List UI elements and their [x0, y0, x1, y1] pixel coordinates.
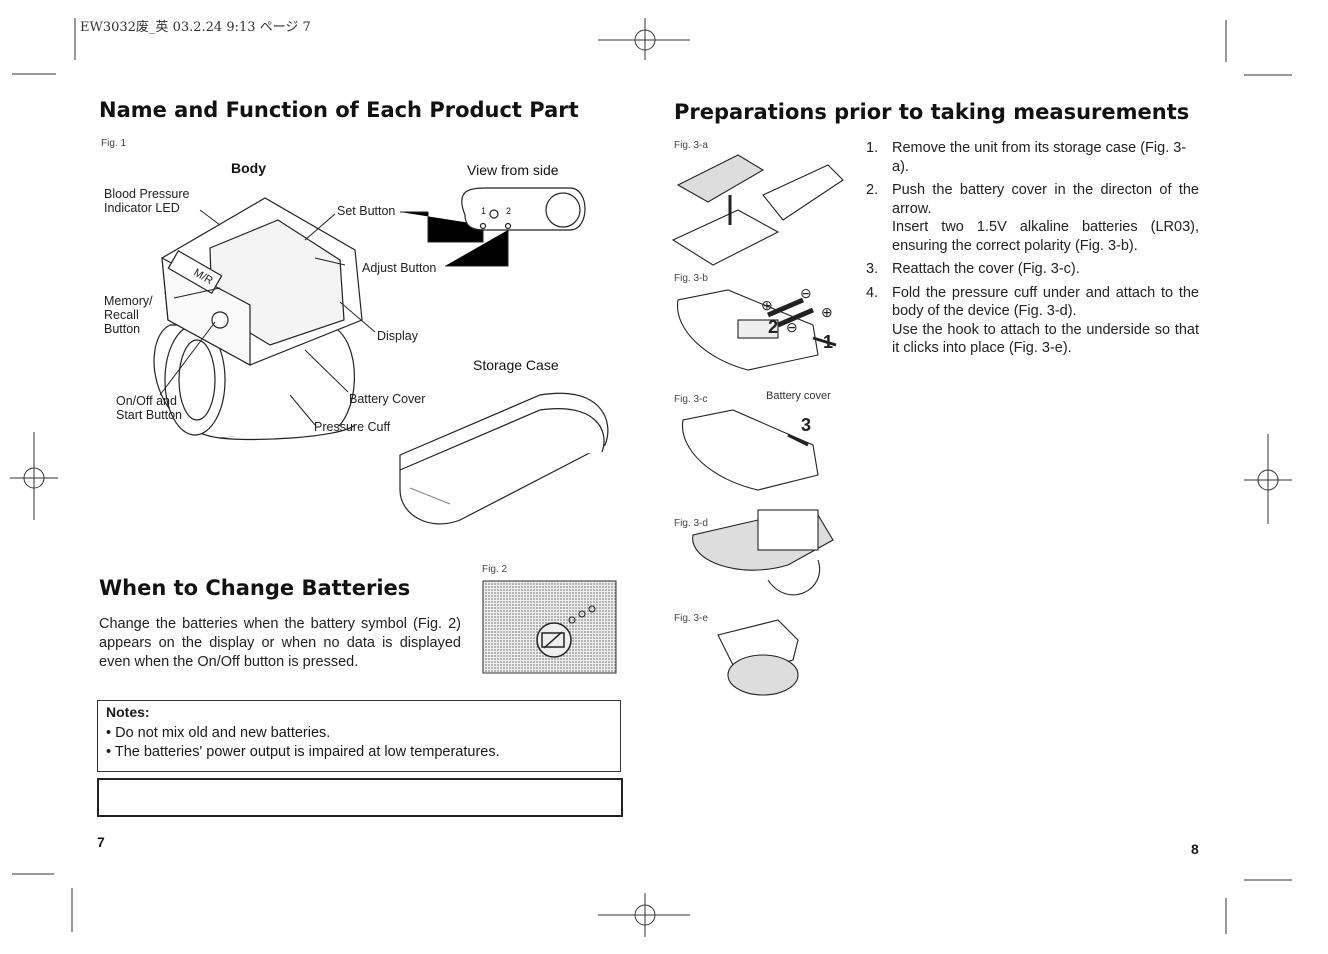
label-onoff-1: On/Off and [116, 394, 177, 408]
notes-box: Notes: • Do not mix old and new batterie… [97, 700, 621, 772]
fig3b-caption: Fig. 3-b [674, 273, 708, 284]
fig3a-caption: Fig. 3-a [674, 140, 708, 151]
empty-box [97, 778, 623, 817]
preparation-figures [671, 154, 844, 696]
fig3d-caption: Fig. 3-d [674, 518, 708, 529]
label-onoff-2: Start Button [116, 408, 183, 422]
battery-cover-caption: Battery cover [766, 390, 831, 402]
device-illustration [153, 187, 609, 525]
label-bp-led-2: Indicator LED [104, 201, 180, 215]
side-digit-1: 1 [481, 206, 487, 216]
step-item: 3.Reattach the cover (Fig. 3-c). [866, 261, 1080, 277]
polarity-plus-1: ⊕ [761, 297, 773, 313]
fig3c-caption: Fig. 3-c [674, 394, 708, 405]
label-bp-led-1: Blood Pressure [104, 187, 190, 201]
step-mark-3: 3 [801, 415, 812, 435]
label-pressure-cuff: Pressure Cuff [314, 420, 391, 434]
batteries-text: Change the batteries when the battery sy… [99, 616, 461, 670]
fig2-caption: Fig. 2 [482, 564, 508, 575]
notes-title: Notes: [106, 704, 150, 720]
step-item: 4.Fold the pressure cuff under and attac… [866, 284, 1199, 357]
step-mark-2: 2 [768, 317, 779, 337]
file-stamp: EW3032废_英 03.2.24 9:13 ページ 7 [80, 20, 311, 35]
step-mark-1: 1 [823, 332, 834, 352]
label-battery-cover: Battery Cover [349, 392, 426, 406]
polarity-plus-2: ⊕ [821, 304, 833, 320]
section-title-product-parts: Name and Function of Each Product Part [99, 98, 579, 122]
label-memory-3: Button [104, 322, 141, 336]
view-side-label: View from side [467, 162, 559, 178]
fig3e-caption: Fig. 3-e [674, 613, 708, 624]
step-item: 2.Push the battery cover in the directon… [866, 182, 1199, 254]
battery-display-figure [482, 580, 617, 674]
storage-case-label: Storage Case [473, 357, 559, 373]
note-item: • Do not mix old and new batteries. [106, 725, 331, 741]
page-number-right: 8 [1191, 841, 1199, 857]
label-adjust-button: Adjust Button [362, 261, 437, 275]
body-label: Body [231, 160, 266, 176]
label-memory-1: Memory/ [104, 294, 153, 308]
preparation-steps: 1.Remove the unit from its storage case … [866, 139, 1199, 363]
section-title-preparations: Preparations prior to taking measurement… [674, 100, 1190, 124]
side-digit-2: 2 [506, 206, 512, 216]
label-memory-2: Recall [104, 308, 139, 322]
polarity-minus-1: ⊖ [800, 285, 812, 301]
label-set-button: Set Button [337, 204, 396, 218]
fig1-caption: Fig. 1 [101, 138, 127, 149]
page-number-left: 7 [97, 834, 105, 850]
section-title-batteries: When to Change Batteries [99, 576, 411, 600]
polarity-minus-2: ⊖ [786, 319, 798, 335]
step-item: 1.Remove the unit from its storage case … [866, 140, 1187, 175]
note-item: • The batteries' power output is impaire… [106, 744, 500, 760]
label-display: Display [377, 329, 418, 343]
